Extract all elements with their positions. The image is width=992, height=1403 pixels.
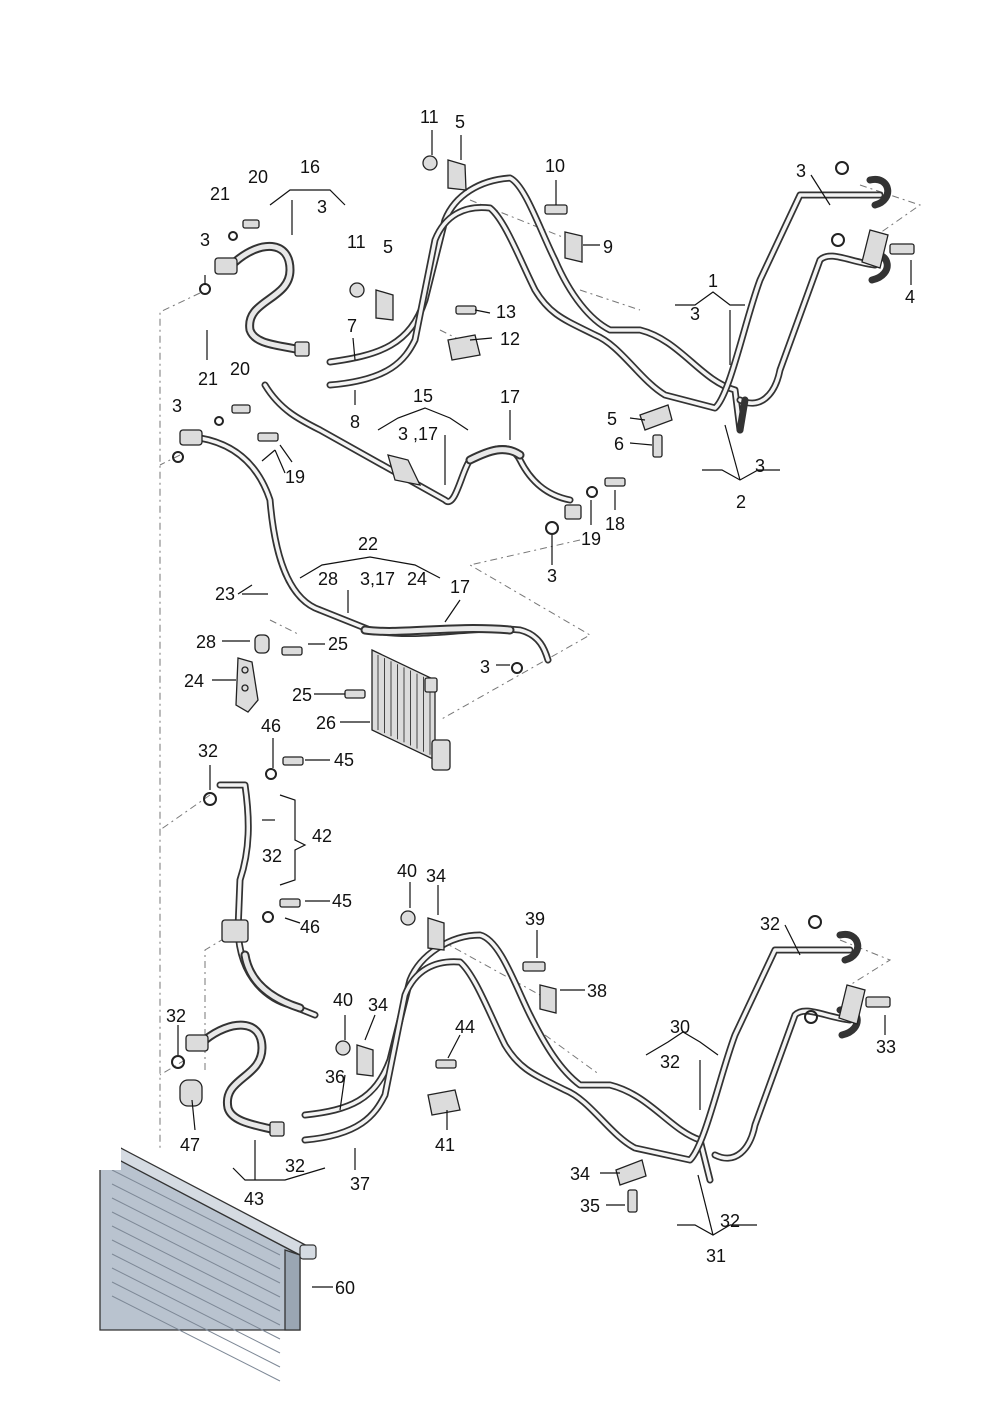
callout-labels: 11 5 10 3 9 4 1 3 2 3 5 6 16 20 21 3 3 1…	[166, 107, 915, 1298]
callout-3-17-24: 3,17	[360, 569, 395, 589]
callout-34: 34	[368, 995, 388, 1015]
flex-hose-16	[214, 242, 310, 357]
callout-46: 45	[334, 750, 354, 770]
radiator-fin	[111, 1267, 281, 1354]
radiator-fin	[111, 1281, 281, 1368]
callout-40: 40	[397, 861, 417, 881]
callout-60: 60	[335, 1278, 355, 1298]
callout-3-17: 3 ,17	[398, 424, 438, 444]
callout-3: 3	[172, 396, 182, 416]
callout-9: 9	[603, 237, 613, 257]
callout-7: 7	[347, 316, 357, 336]
callout-40: 40	[333, 990, 353, 1010]
callout-13: 13	[496, 302, 516, 322]
callout-39: 39	[525, 909, 545, 929]
callout-3: 3	[317, 197, 327, 217]
callout-26: 25	[328, 634, 348, 654]
callout-45: 47	[180, 1135, 200, 1155]
radiator-fin	[111, 1183, 281, 1270]
hardware	[171, 155, 915, 1213]
line-15-and-hose-17	[261, 381, 582, 520]
callout-47: 46	[300, 917, 320, 937]
callout-10: 10	[545, 156, 565, 176]
callout-22: 21	[198, 369, 218, 389]
callout-6: 6	[614, 434, 624, 454]
callout-3: 3	[200, 230, 210, 250]
callout-19: 19	[581, 529, 601, 549]
callout-43: 42	[312, 826, 332, 846]
callout-16: 16	[300, 157, 320, 177]
callout-3: 3	[690, 304, 700, 324]
bracket-25	[235, 634, 270, 713]
callout-12: 12	[500, 329, 520, 349]
callout-22: 21	[210, 184, 230, 204]
callout-24: 23	[215, 584, 235, 604]
callout-32: 32	[198, 741, 218, 761]
radiator-fin	[111, 1253, 281, 1340]
radiator-fin	[111, 1211, 281, 1298]
callout-46: 45	[332, 891, 352, 911]
callout-32: 32	[660, 1052, 680, 1072]
callout-32: 32	[760, 914, 780, 934]
callout-31: 31	[706, 1246, 726, 1266]
callout-18: 18	[605, 514, 625, 534]
radiator-fin	[111, 1197, 281, 1284]
oil-cooler-27	[371, 648, 451, 771]
callout-27: 26	[316, 713, 336, 733]
callout-3: 3	[480, 657, 490, 677]
callout-30: 30	[670, 1017, 690, 1037]
callout-32: 32	[720, 1211, 740, 1231]
line-23	[179, 429, 552, 664]
callout-41: 41	[435, 1135, 455, 1155]
callout-3: 3	[755, 456, 765, 476]
callout-24: 24	[407, 569, 427, 589]
callout-47: 46	[261, 716, 281, 736]
callout-11: 11	[420, 107, 439, 127]
callout-32: 32	[166, 1006, 186, 1026]
callout-34: 34	[570, 1164, 590, 1184]
callout-34: 34	[426, 866, 446, 886]
callout-20: 19	[285, 467, 305, 487]
callout-35: 35	[580, 1196, 600, 1216]
callout-32: 32	[285, 1156, 305, 1176]
callout-15: 15	[413, 386, 433, 406]
radiator-fin	[111, 1295, 281, 1382]
callout-1: 1	[708, 271, 718, 291]
radiator-fin	[111, 1169, 281, 1256]
callout-11: 11	[347, 232, 366, 252]
callout-21: 20	[248, 167, 268, 187]
callout-28: 28	[318, 569, 338, 589]
callout-3: 3	[547, 566, 557, 586]
callout-36: 36	[325, 1067, 345, 1087]
flex-hose-44	[179, 1020, 285, 1137]
callout-38: 38	[587, 981, 607, 1001]
callout-23: 22	[358, 534, 378, 554]
callout-32: 32	[262, 846, 282, 866]
upper-oil-lines	[326, 174, 892, 434]
radiator-fin	[111, 1225, 281, 1312]
leaders	[177, 130, 912, 1288]
line-43	[216, 781, 319, 1019]
callout-33: 33	[876, 1037, 896, 1057]
callout-8: 8	[350, 412, 360, 432]
callout-25: 24	[184, 671, 204, 691]
callout-3: 3	[796, 161, 806, 181]
callout-2: 2	[736, 492, 746, 512]
callout-4: 4	[905, 287, 915, 307]
callout-21: 20	[230, 359, 250, 379]
lower-oil-lines	[301, 930, 862, 1184]
callout-17: 17	[450, 577, 470, 597]
callout-44: 43	[244, 1189, 264, 1209]
callout-37: 37	[350, 1174, 370, 1194]
callout-28: 28	[196, 632, 216, 652]
callout-5: 5	[383, 237, 393, 257]
callout-5: 5	[607, 409, 617, 429]
callout-26: 25	[292, 685, 312, 705]
radiator-fin	[111, 1239, 281, 1326]
callout-42: 44	[455, 1017, 475, 1037]
callout-5: 5	[455, 112, 465, 132]
radiator-60	[95, 1140, 317, 1382]
callout-17: 17	[500, 387, 520, 407]
